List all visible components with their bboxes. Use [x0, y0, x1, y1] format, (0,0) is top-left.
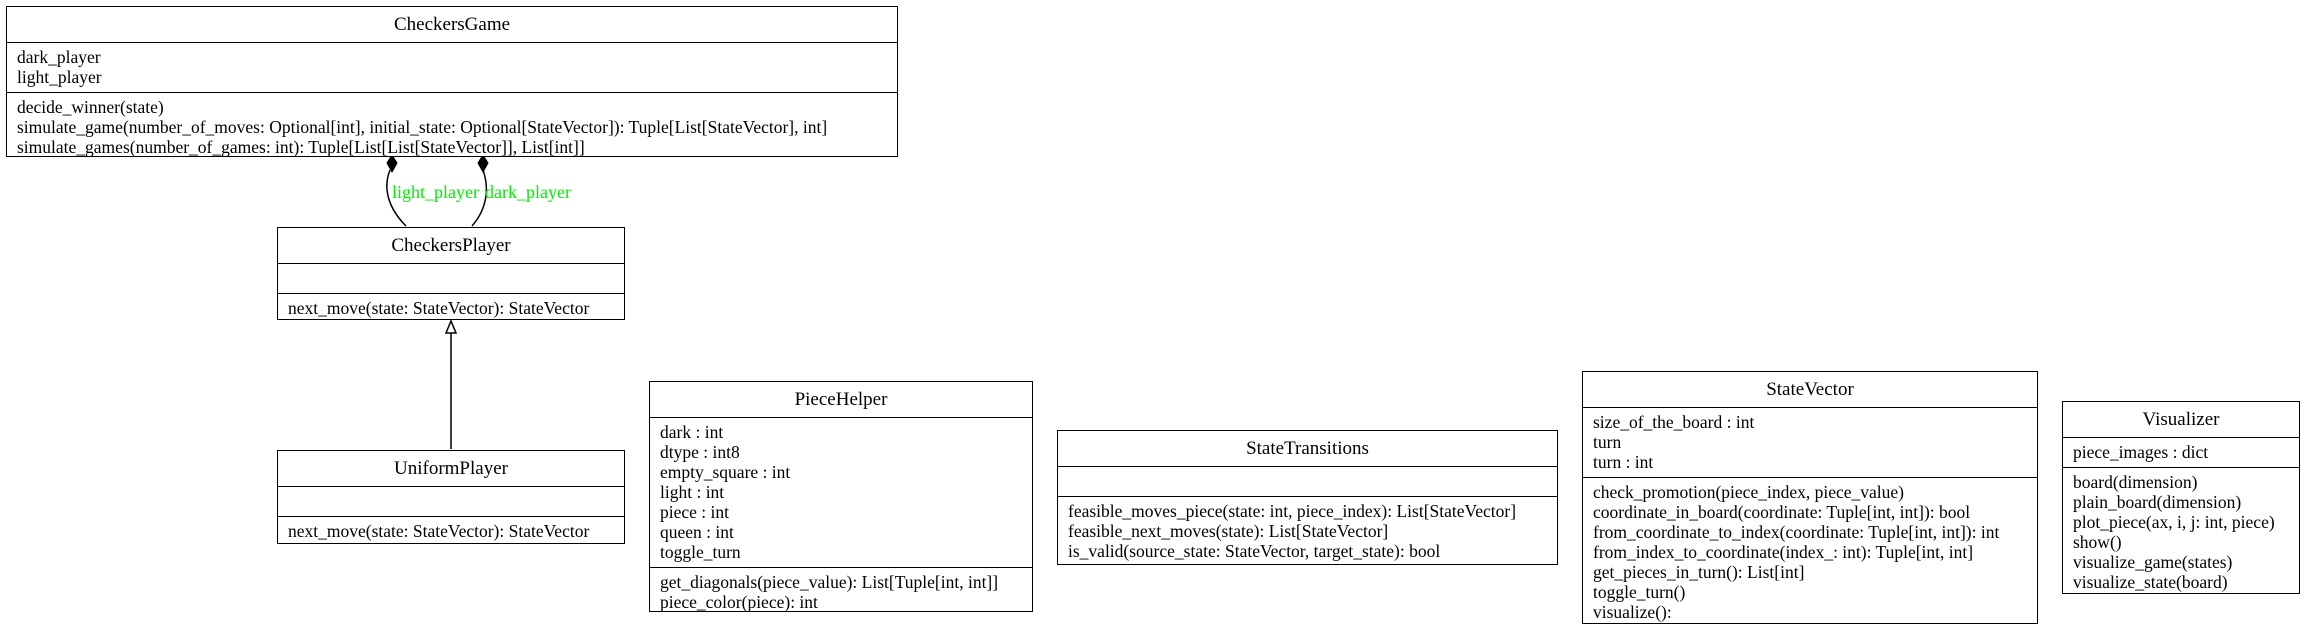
dark-player-label: dark_player [485, 182, 571, 202]
attribute: queen : int [660, 522, 734, 542]
dark-player-composition-diamond [477, 154, 489, 174]
method: visualize_game(states) [2073, 552, 2233, 572]
attribute: dtype : int8 [660, 442, 740, 462]
methods-section: check_promotion(piece_index, piece_value… [1583, 478, 2037, 627]
method: feasible_next_moves(state): List[StateVe… [1068, 521, 1389, 541]
method: piece_color(piece): int [660, 592, 818, 612]
class-name: CheckersPlayer [278, 228, 624, 264]
attributes-section [1058, 467, 1557, 497]
methods-section: board(dimension) plain_board(dimension) … [2063, 468, 2299, 597]
method: get_diagonals(piece_value): List[Tuple[i… [660, 572, 999, 592]
method: plot_piece(ax, i, j: int, piece) [2073, 512, 2275, 532]
method: visualize_state(board) [2073, 572, 2228, 592]
light-player-composition-diamond [386, 154, 398, 174]
class-name: Visualizer [2063, 402, 2299, 438]
method: coordinate_in_board(coordinate: Tuple[in… [1593, 502, 1971, 522]
method: is_valid(source_state: StateVector, targ… [1068, 541, 1441, 561]
method: next_move(state: StateVector): StateVect… [288, 298, 590, 318]
attribute: light_player [17, 67, 102, 87]
methods-section: next_move(state: StateVector): StateVect… [278, 294, 624, 323]
method: check_promotion(piece_index, piece_value… [1593, 482, 1904, 502]
class-state-transitions[interactable]: StateTransitions feasible_moves_piece(st… [1057, 430, 1558, 565]
method: from_coordinate_to_index(coordinate: Tup… [1593, 522, 2000, 542]
attribute: empty_square : int [660, 462, 791, 482]
attribute: piece : int [660, 502, 730, 522]
attributes-section: piece_images : dict [2063, 438, 2299, 468]
attribute: light : int [660, 482, 725, 502]
method: visualize(): [1593, 602, 1672, 622]
method: board(dimension) [2073, 472, 2198, 492]
class-uniform-player[interactable]: UniformPlayer next_move(state: StateVect… [277, 450, 625, 544]
method: from_index_to_coordinate(index_: int): T… [1593, 542, 1974, 562]
class-piece-helper[interactable]: PieceHelper dark : int dtype : int8 empt… [649, 381, 1033, 612]
attributes-section [278, 487, 624, 517]
method: get_pieces_in_turn(): List[int] [1593, 562, 1805, 582]
methods-section: next_move(state: StateVector): StateVect… [278, 517, 624, 546]
light-player-composition-line [386, 169, 407, 227]
attributes-section: dark : int dtype : int8 empty_square : i… [650, 418, 1032, 568]
attribute: turn : int [1593, 452, 1654, 472]
attributes-section: size_of_the_board : int turn turn : int [1583, 408, 2037, 478]
class-name: CheckersGame [7, 7, 897, 43]
class-checkers-game[interactable]: CheckersGame dark_player light_player de… [6, 6, 898, 157]
attribute: dark_player [17, 47, 101, 67]
class-name: StateVector [1583, 372, 2037, 408]
method: simulate_games(number_of_games: int): Tu… [17, 137, 585, 157]
method: toggle_turn() [1593, 582, 1686, 602]
attribute: dark : int [660, 422, 724, 442]
attribute: size_of_the_board : int [1593, 412, 1755, 432]
method: feasible_moves_piece(state: int, piece_i… [1068, 501, 1517, 521]
attributes-section [278, 264, 624, 294]
method: simulate_game(number_of_moves: Optional[… [17, 117, 828, 137]
methods-section: get_diagonals(piece_value): List[Tuple[i… [650, 568, 1032, 617]
method: decide_winner(state) [17, 97, 164, 117]
class-name: StateTransitions [1058, 431, 1557, 467]
class-state-vector[interactable]: StateVector size_of_the_board : int turn… [1582, 371, 2038, 624]
inheritance-arrowhead [444, 319, 458, 334]
method: plain_board(dimension) [2073, 492, 2242, 512]
method: show() [2073, 532, 2122, 552]
methods-section: feasible_moves_piece(state: int, piece_i… [1058, 497, 1557, 566]
class-checkers-player[interactable]: CheckersPlayer next_move(state: StateVec… [277, 227, 625, 320]
class-visualizer[interactable]: Visualizer piece_images : dict board(dim… [2062, 401, 2300, 594]
attribute: toggle_turn [660, 542, 741, 562]
light-player-label: light_player [392, 182, 479, 202]
method: next_move(state: StateVector): StateVect… [288, 521, 590, 541]
attributes-section: dark_player light_player [7, 43, 897, 93]
attribute: piece_images : dict [2073, 442, 2209, 462]
dark-player-composition-line [471, 169, 488, 227]
methods-section: decide_winner(state) simulate_game(numbe… [7, 93, 897, 162]
class-name: PieceHelper [650, 382, 1032, 418]
class-name: UniformPlayer [278, 451, 624, 487]
attribute: turn [1593, 432, 1622, 452]
